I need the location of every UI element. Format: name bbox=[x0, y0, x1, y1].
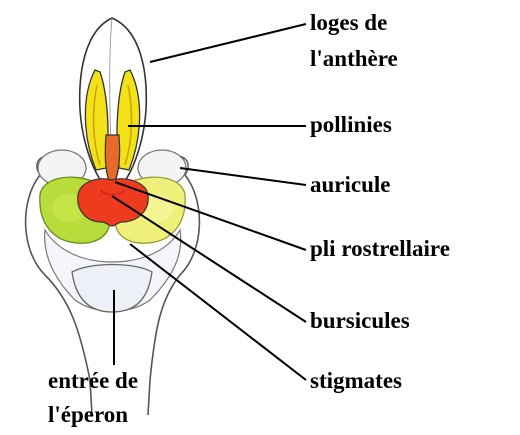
leader-loges bbox=[150, 24, 306, 62]
label-stigmates: stigmates bbox=[310, 366, 402, 396]
label-pollinies: pollinies bbox=[310, 110, 392, 140]
label-bursicules: bursicules bbox=[310, 306, 410, 336]
label-entree-de: entrée de bbox=[48, 366, 138, 396]
label-loges-de: loges de bbox=[310, 8, 387, 38]
label-l-anthere: l'anthère bbox=[310, 44, 398, 74]
label-pli-rostrellaire: pli rostrellaire bbox=[310, 234, 450, 264]
leader-auricule bbox=[180, 168, 306, 185]
label-auricule: auricule bbox=[310, 170, 391, 200]
label-l-eperon: l'éperon bbox=[48, 400, 128, 430]
